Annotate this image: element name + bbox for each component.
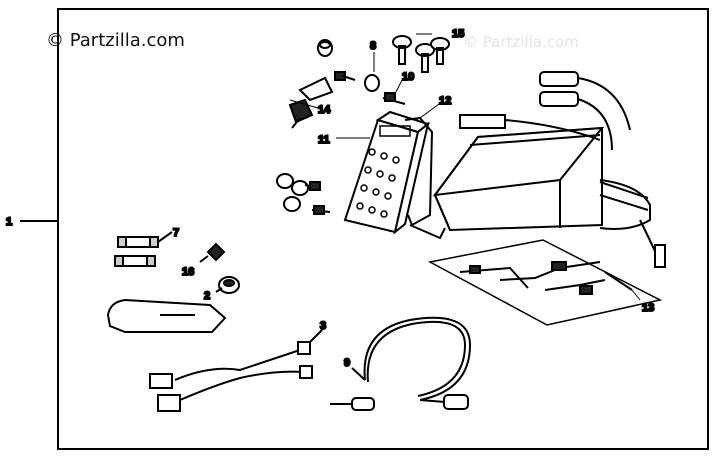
- callout-12: 12: [439, 95, 451, 107]
- callout-2: 2: [204, 290, 210, 302]
- diagram-frame: [57, 8, 709, 450]
- callout-3: 3: [320, 320, 326, 332]
- callout-9: 9: [344, 357, 350, 369]
- coil-cable-part-9: [330, 316, 472, 411]
- fuses-part-7: [114, 231, 173, 267]
- watermark: © Partzilla.com: [46, 30, 185, 51]
- callout-11: 11: [318, 134, 330, 146]
- callout-14: 14: [318, 104, 331, 116]
- callout-10: 10: [402, 71, 414, 83]
- callout-8: 8: [370, 40, 376, 52]
- callout-15: 15: [452, 28, 464, 40]
- small-hardware-parts: [276, 39, 406, 215]
- harness-part-13: [427, 239, 663, 326]
- callout-1: 1: [6, 216, 12, 228]
- control-box-part: [343, 110, 431, 235]
- cdi-unit-part: [432, 114, 651, 232]
- callout-16: 16: [182, 266, 194, 278]
- bracket-part: [404, 116, 446, 240]
- cover-plate-part: [106, 298, 227, 333]
- wire-harness-part-3: [149, 329, 323, 412]
- watermark-faint: © Partzilla.com: [463, 33, 579, 51]
- leader-lines: [289, 33, 641, 301]
- callout-7: 7: [173, 227, 179, 239]
- grommet-parts: [199, 242, 240, 294]
- screws-part-15: [392, 35, 450, 73]
- unit-wires: [539, 71, 666, 268]
- callout-13: 13: [642, 302, 654, 314]
- key-switch-part: [288, 76, 334, 129]
